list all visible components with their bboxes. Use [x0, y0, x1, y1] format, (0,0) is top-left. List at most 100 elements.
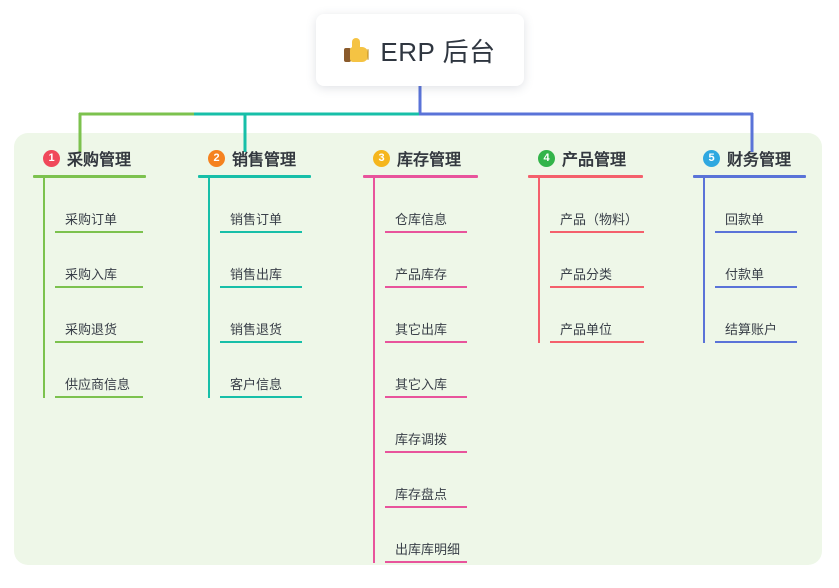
leaf-item[interactable]: 结算账户: [715, 288, 806, 343]
leaf-item-label: 销售订单: [230, 212, 283, 227]
leaf-item-rule: [55, 341, 143, 343]
leaf-list: 回款单付款单结算账户: [693, 178, 806, 343]
leaf-item-rule: [220, 286, 302, 288]
leaf-item[interactable]: 其它入库: [385, 343, 478, 398]
branch-number-badge: 2: [208, 149, 225, 167]
branch-header-5[interactable]: 5 财务管理: [693, 146, 806, 170]
leaf-list: 仓库信息产品库存其它出库其它入库库存调拨库存盘点出库库明细: [363, 178, 478, 563]
leaf-item-label: 销售出库: [230, 267, 283, 282]
leaf-item[interactable]: 采购退货: [55, 288, 146, 343]
leaf-item-rule: [220, 341, 302, 343]
branch-title: 采购管理: [67, 152, 132, 169]
leaf-item-rule: [715, 231, 797, 233]
leaf-item[interactable]: 库存盘点: [385, 453, 478, 508]
leaf-item-label: 产品库存: [395, 267, 448, 282]
leaf-item[interactable]: 销售出库: [220, 233, 311, 288]
leaf-item-label: 客户信息: [230, 377, 283, 392]
branch-header-rule: [198, 175, 311, 178]
branch-column-5: 5 财务管理回款单付款单结算账户: [693, 146, 806, 343]
branch-header-rule: [693, 175, 806, 178]
leaf-item[interactable]: 采购入库: [55, 233, 146, 288]
leaf-item[interactable]: 其它出库: [385, 288, 478, 343]
leaf-item-rule: [55, 231, 143, 233]
leaf-item[interactable]: 产品（物料）: [550, 178, 644, 233]
leaf-item-rule: [220, 231, 302, 233]
leaf-item-rule: [385, 561, 467, 563]
branch-header-rule: [528, 175, 643, 178]
branch-spine: [703, 178, 705, 343]
root-node-card[interactable]: ERP 后台: [316, 14, 524, 86]
branch-header-3[interactable]: 3 库存管理: [363, 146, 478, 170]
leaf-item[interactable]: 采购订单: [55, 178, 146, 233]
leaf-item[interactable]: 库存调拨: [385, 398, 478, 453]
leaf-item-rule: [55, 286, 143, 288]
leaf-item[interactable]: 仓库信息: [385, 178, 478, 233]
branch-column-3: 3 库存管理仓库信息产品库存其它出库其它入库库存调拨库存盘点出库库明细: [363, 146, 478, 563]
branch-header-1[interactable]: 1 采购管理: [33, 146, 146, 170]
branch-spine: [538, 178, 540, 343]
branch-header-2[interactable]: 2 销售管理: [198, 146, 311, 170]
branch-header-rule: [363, 175, 478, 178]
leaf-item[interactable]: 付款单: [715, 233, 806, 288]
leaf-list: 采购订单采购入库采购退货供应商信息: [33, 178, 146, 398]
leaf-item-label: 产品分类: [560, 267, 613, 282]
branch-title: 产品管理: [562, 152, 627, 169]
leaf-item-label: 销售退货: [230, 322, 283, 337]
branch-title: 财务管理: [727, 152, 792, 169]
leaf-list: 销售订单销售出库销售退货客户信息: [198, 178, 311, 398]
leaf-item-label: 采购退货: [65, 322, 118, 337]
leaf-item[interactable]: 出库库明细: [385, 508, 478, 563]
branch-column-1: 1 采购管理采购订单采购入库采购退货供应商信息: [33, 146, 146, 398]
leaf-item-rule: [385, 451, 467, 453]
branch-number-badge: 1: [43, 149, 60, 167]
branch-number-badge: 5: [703, 149, 720, 167]
leaf-item[interactable]: 产品库存: [385, 233, 478, 288]
leaf-item[interactable]: 销售退货: [220, 288, 311, 343]
branch-number-badge: 4: [538, 149, 555, 167]
leaf-item-rule: [550, 286, 644, 288]
leaf-item[interactable]: 销售订单: [220, 178, 311, 233]
leaf-item-label: 采购入库: [65, 267, 118, 282]
diagram-panel: [14, 133, 822, 565]
leaf-item[interactable]: 供应商信息: [55, 343, 146, 398]
leaf-item-rule: [220, 396, 302, 398]
leaf-item-label: 出库库明细: [395, 542, 461, 557]
page-title: ERP 后台: [380, 36, 496, 67]
branch-column-2: 2 销售管理销售订单销售出库销售退货客户信息: [198, 146, 311, 398]
leaf-item-label: 库存调拨: [395, 432, 448, 447]
leaf-item-label: 采购订单: [65, 212, 118, 227]
leaf-list: 产品（物料） 产品分类产品单位: [528, 178, 644, 343]
leaf-item-label: 产品单位: [560, 322, 613, 337]
leaf-item-label: 回款单: [725, 212, 765, 227]
branch-header-4[interactable]: 4 产品管理: [528, 146, 643, 170]
branch-spine: [373, 178, 375, 563]
leaf-item-rule: [715, 286, 797, 288]
branch-title: 销售管理: [232, 152, 297, 169]
leaf-item-rule: [385, 341, 467, 343]
branch-title: 库存管理: [397, 152, 462, 169]
leaf-item-rule: [385, 231, 467, 233]
leaf-item-label: 产品（物料）: [560, 212, 639, 227]
leaf-item-rule: [550, 231, 644, 233]
leaf-item-rule: [715, 341, 797, 343]
leaf-item-label: 结算账户: [725, 322, 778, 337]
branch-header-rule: [33, 175, 146, 178]
branch-spine: [43, 178, 45, 398]
leaf-item-label: 其它出库: [395, 322, 448, 337]
leaf-item[interactable]: 产品单位: [550, 288, 644, 343]
leaf-item-rule: [55, 396, 143, 398]
leaf-item-rule: [385, 286, 467, 288]
leaf-item[interactable]: 客户信息: [220, 343, 311, 398]
leaf-item-label: 库存盘点: [395, 487, 448, 502]
leaf-item-rule: [385, 506, 467, 508]
leaf-item[interactable]: 回款单: [715, 178, 806, 233]
leaf-item-label: 供应商信息: [65, 377, 131, 392]
leaf-item[interactable]: 产品分类: [550, 233, 644, 288]
leaf-item-label: 仓库信息: [395, 212, 448, 227]
branch-spine: [208, 178, 210, 398]
leaf-item-label: 其它入库: [395, 377, 448, 392]
branch-number-badge: 3: [373, 149, 390, 167]
thumbs-up-icon: [344, 37, 370, 63]
leaf-item-rule: [550, 341, 644, 343]
